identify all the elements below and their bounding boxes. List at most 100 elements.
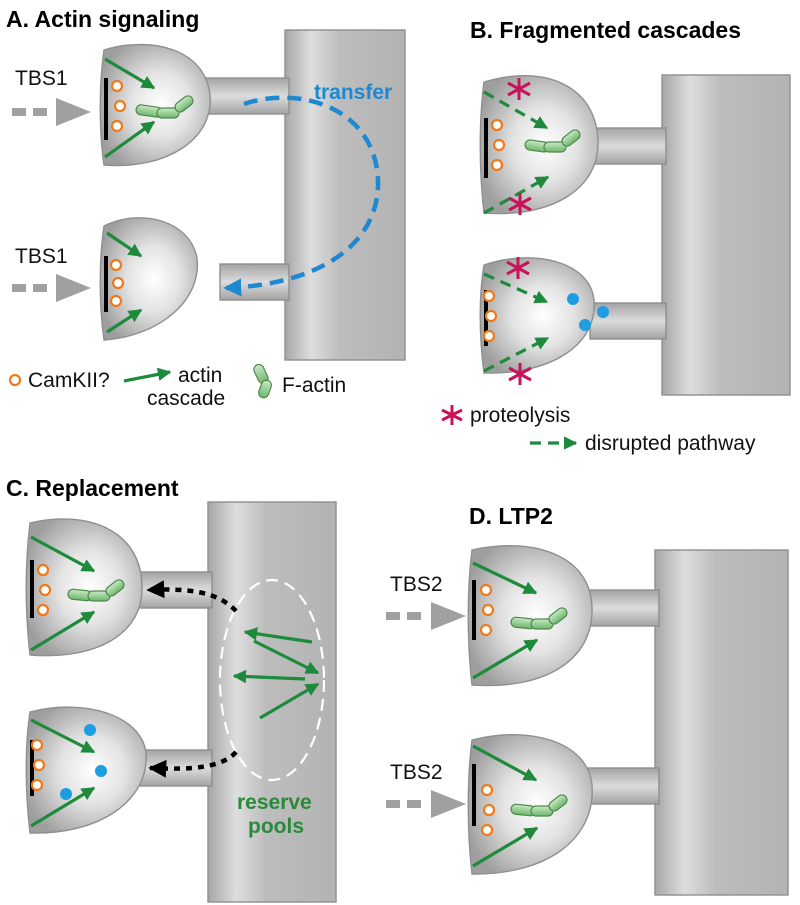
green-arrow-icon xyxy=(472,826,539,868)
proteolysis-star-icon xyxy=(508,193,532,215)
reserve-label-line1: reserve xyxy=(237,791,312,814)
spine-head xyxy=(479,257,595,374)
panel-b: B. Fragmented cascades xyxy=(441,17,791,455)
camkii-circle-icon xyxy=(492,138,506,152)
spine-head xyxy=(25,706,147,834)
camkii-group xyxy=(109,258,125,308)
camkii-circle-icon xyxy=(490,118,504,132)
camkii-group xyxy=(110,79,127,133)
spine-neck xyxy=(134,571,213,609)
tbs-arrow-head xyxy=(56,98,91,126)
camkii-circle-icon xyxy=(481,603,495,617)
camkii-circle-icon xyxy=(482,289,496,303)
camkii-circle-icon xyxy=(480,823,494,837)
f-actin-icon xyxy=(510,794,568,817)
tbs-arrow-icon xyxy=(386,800,400,808)
green-arrow-icon xyxy=(472,744,538,782)
camkii-group xyxy=(482,289,498,343)
dendrite-shaft xyxy=(661,74,791,396)
tbs-arrow-dash xyxy=(407,612,421,620)
tbs-arrow-dash xyxy=(33,108,47,116)
reserve-pool-outline xyxy=(218,578,326,782)
green-arrow-icon xyxy=(106,231,143,258)
blue-dot-icon xyxy=(84,724,96,736)
green-arrow-icon xyxy=(483,90,549,130)
panel-d-title: D. LTP2 xyxy=(469,503,553,529)
proteolysis-star-icon xyxy=(506,257,530,279)
camkii-circle-icon xyxy=(110,119,124,133)
legend-actin-line2: cascade xyxy=(147,387,225,410)
camkii-circle-icon xyxy=(110,79,124,93)
camkii-circle-icon xyxy=(30,738,44,752)
green-arrow-icon xyxy=(232,669,306,684)
camkii-circle-icon xyxy=(482,803,496,817)
green-arrow-icon xyxy=(30,535,96,573)
spine-b1 xyxy=(479,75,667,215)
tbs-arrow-head xyxy=(431,790,466,818)
green-arrow-icon xyxy=(259,682,320,720)
panel-b-title: B. Fragmented cascades xyxy=(470,17,741,43)
proteolysis-star-icon xyxy=(507,78,531,100)
legend-b: proteolysis disrupted pathway xyxy=(441,404,756,455)
tbs-arrow-head xyxy=(431,602,466,630)
legend-camkii: CamKII? xyxy=(28,369,110,392)
spine-head xyxy=(25,518,143,657)
green-arrow-icon xyxy=(30,610,96,652)
green-arrow-icon xyxy=(483,336,550,373)
green-arrow-icon xyxy=(104,57,156,90)
f-actin-icon xyxy=(524,129,581,153)
proteolysis-star-icon xyxy=(508,363,532,385)
camkii-circle-icon xyxy=(479,583,493,597)
f-actin-icon xyxy=(67,579,125,602)
camkii-group xyxy=(490,118,506,172)
blue-dot-icon xyxy=(597,306,609,318)
blue-dot-icon xyxy=(60,788,72,800)
green-arrow-icon xyxy=(123,367,172,383)
spine-a1 xyxy=(99,43,290,167)
tbs-arrow-icon xyxy=(12,108,26,116)
replacement-arrow-bottom xyxy=(148,750,238,778)
camkii-circle-icon xyxy=(480,783,494,797)
blue-dot-icon xyxy=(579,319,591,331)
camkii-circle-icon xyxy=(109,258,123,272)
dendrite-shaft xyxy=(284,29,406,361)
spine-head xyxy=(467,545,593,687)
transfer-arrow xyxy=(223,95,381,297)
green-arrow-icon xyxy=(483,272,549,304)
spine-a2 xyxy=(99,217,290,341)
green-arrow-icon xyxy=(30,786,96,828)
tbs1-arrow-top: TBS1 xyxy=(12,67,91,126)
spine-c2 xyxy=(25,706,213,834)
tbs-arrow-dash xyxy=(33,284,47,292)
stim-label: TBS1 xyxy=(15,245,68,268)
spine-neck xyxy=(584,589,660,627)
camkii-circle-icon xyxy=(8,373,22,387)
spine-head xyxy=(467,733,593,875)
camkii-circle-icon xyxy=(38,583,52,597)
dendrite-shaft xyxy=(654,549,789,896)
camkii-circle-icon xyxy=(482,329,496,343)
stim-label: TBS2 xyxy=(390,573,443,596)
camkii-circle-icon xyxy=(30,778,44,792)
blue-dot-icon xyxy=(567,293,579,305)
tbs2-arrow-top: TBS2 xyxy=(386,573,466,630)
tbs1-arrow-bottom: TBS1 xyxy=(12,245,91,302)
f-actin-icon xyxy=(253,363,272,399)
legend-disrupted: disrupted pathway xyxy=(585,432,756,455)
f-actin-icon xyxy=(135,95,194,119)
f-actin-icon xyxy=(510,607,568,630)
transfer-label: transfer xyxy=(314,81,392,104)
green-arrow-icon xyxy=(472,561,538,595)
spine-neck xyxy=(589,302,667,340)
tbs-arrow-dash xyxy=(407,800,421,808)
panel-c: C. Replacement xyxy=(6,475,337,903)
replacement-arrow-top xyxy=(146,580,238,613)
camkii-group xyxy=(480,783,496,837)
green-arrow-icon xyxy=(243,627,313,644)
reserve-label-line2: pools xyxy=(248,815,304,838)
tbs2-arrow-bottom: TBS2 xyxy=(386,761,466,818)
camkii-circle-icon xyxy=(490,158,504,172)
dendrite-shaft xyxy=(207,501,337,903)
spine-head xyxy=(99,217,199,341)
